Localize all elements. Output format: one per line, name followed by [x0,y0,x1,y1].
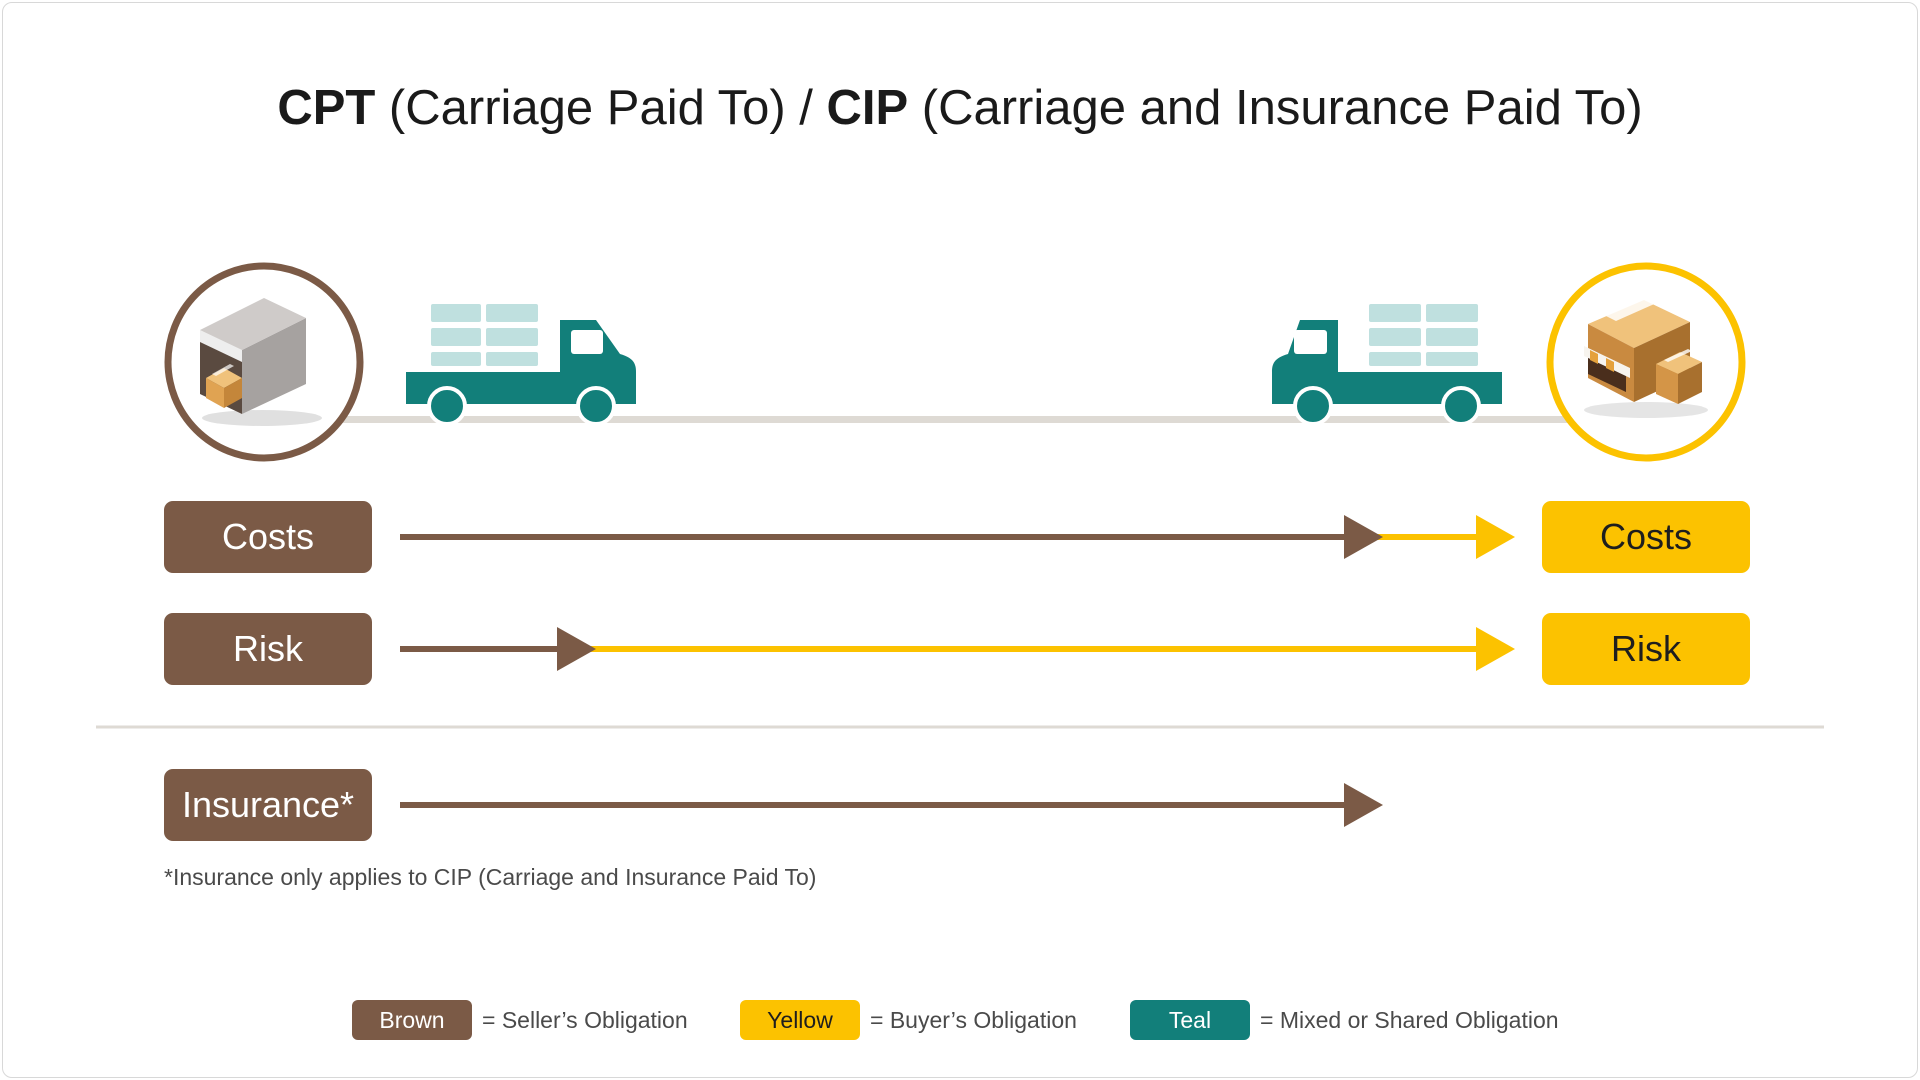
risk-arrow [400,627,1515,671]
truck-icon [406,304,636,426]
title-cip-full: (Carriage and Insurance Paid To) [908,81,1643,135]
truck-cargo [1369,304,1478,366]
shop-boxes-icon [1546,262,1746,462]
title-cpt-full: (Carriage Paid To) / [375,81,827,135]
costs-arrow [400,515,1515,559]
costs-seller-box: Costs [164,501,372,573]
page-title: CPT (Carriage Paid To) / CIP (Carriage a… [0,80,1920,136]
title-cpt-abbrev: CPT [277,81,376,135]
risk-seller-box: Risk [164,613,372,685]
legend-text-buyer: = Buyer’s Obligation [870,1007,1077,1033]
legend-text-shared: = Mixed or Shared Obligation [1260,1007,1559,1033]
insurance-arrow [400,783,1383,827]
warehouse-icon [164,262,364,462]
legend-chip-yellow: Yellow [740,1000,860,1040]
insurance-footnote: *Insurance only applies to CIP (Carriage… [164,864,817,890]
risk-buyer-box: Risk [1542,613,1750,685]
truck-icon [1272,304,1502,426]
truck-cargo [431,304,538,366]
road-line [330,416,1605,423]
insurance-seller-box: Insurance* [164,769,372,841]
legend-text-seller: = Seller’s Obligation [482,1007,688,1033]
legend-chip-brown: Brown [352,1000,472,1040]
title-cip-abbrev: CIP [826,81,909,135]
costs-buyer-box: Costs [1542,501,1750,573]
legend-chip-teal: Teal [1130,1000,1250,1040]
